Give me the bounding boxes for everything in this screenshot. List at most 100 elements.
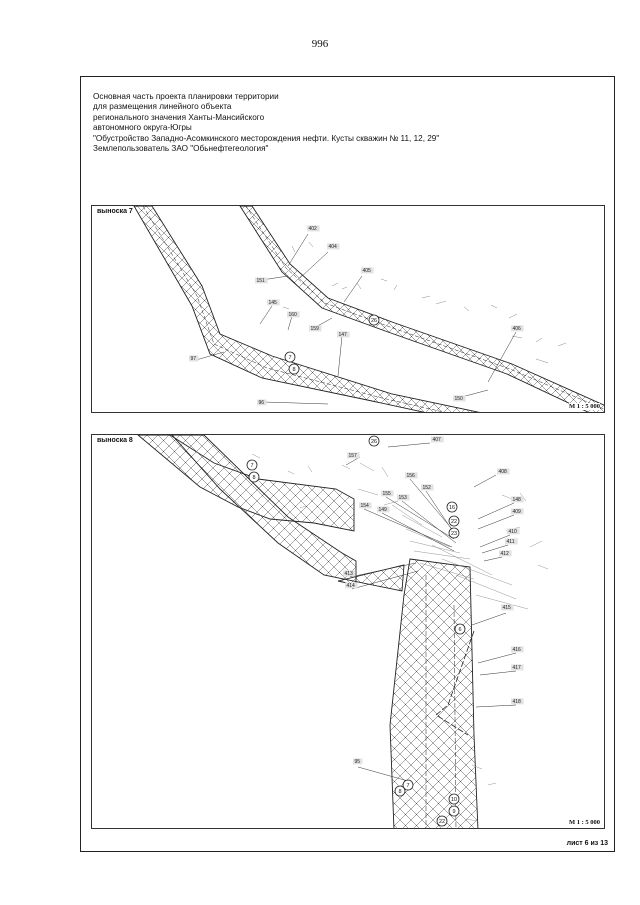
callout-8-title: выноска 8 <box>95 437 135 444</box>
map-label: 159 <box>311 326 320 332</box>
map-label: 155 <box>383 491 392 497</box>
map-label: 402 <box>309 226 318 232</box>
corridor-left-axis <box>142 206 445 412</box>
map-label-bg <box>421 484 434 491</box>
map-label: 412 <box>501 551 510 557</box>
map-label-bg <box>327 243 340 250</box>
point-marker-circle <box>402 779 414 791</box>
point-marker-number: 26 <box>371 318 377 324</box>
map-label-bg <box>511 508 524 515</box>
map-label-bg <box>377 506 390 513</box>
point-marker-circle <box>446 501 458 513</box>
map-label-bg <box>507 528 520 535</box>
drawing-sheet: Основная часть проекта планировки террит… <box>80 76 615 852</box>
point-marker-number: 8 <box>398 789 401 795</box>
point-marker-number: 6 <box>458 627 461 633</box>
map-label-bg <box>453 395 466 402</box>
map-label: 156 <box>407 473 416 479</box>
map-label: 409 <box>513 509 522 515</box>
pipeline-trace <box>435 630 475 736</box>
corridor-left <box>133 206 480 412</box>
map-label-bg <box>337 331 350 338</box>
corridor-right-axis <box>245 206 604 410</box>
map-label-bg <box>511 646 524 653</box>
point-marker-circle <box>394 785 406 797</box>
map-label: 418 <box>513 699 522 705</box>
point-marker-circle <box>368 435 380 447</box>
map-label: 407 <box>433 437 442 443</box>
header-line: для размещения линейного объекта <box>93 102 232 112</box>
callout-7-title: выноска 7 <box>95 208 135 215</box>
header-line: автономного округа-Югры <box>93 123 192 133</box>
point-marker-number: 16 <box>449 505 455 511</box>
map-label: 152 <box>423 485 432 491</box>
map-label: 405 <box>363 268 372 274</box>
point-marker-number: 22 <box>451 519 457 525</box>
map-label: 160 <box>289 312 298 318</box>
callout-7-scale: М 1 : 5 000 <box>568 403 600 410</box>
corridor-vertical-axis <box>425 575 457 828</box>
map-label-bg <box>287 311 300 318</box>
map-label-bg <box>343 570 356 577</box>
map-label-bg <box>511 698 524 705</box>
map-label-bg <box>511 664 524 671</box>
header-line: "Обустройство Западно-Асомкинского место… <box>93 133 440 143</box>
map-label-bg <box>497 468 510 475</box>
survey-features <box>282 241 567 364</box>
label-group: 4071574081561521551531541491484094104114… <box>343 436 524 765</box>
point-marker-circle <box>436 815 448 827</box>
point-marker-number: 7 <box>406 783 409 789</box>
map-label: 96 <box>259 400 265 406</box>
map-label-bg <box>257 399 267 406</box>
point-marker-circle <box>448 793 460 805</box>
map-label-bg <box>353 758 363 765</box>
map-label: 157 <box>349 453 358 459</box>
point-marker-number: 10 <box>451 797 457 803</box>
map-label: 150 <box>455 396 464 402</box>
map-label: 153 <box>399 495 408 501</box>
header-line: Основная часть проекта планировки террит… <box>93 92 279 101</box>
map-label: 411 <box>507 539 515 545</box>
map-label-bg <box>345 582 358 589</box>
sheet-number-label: лист 6 из 13 <box>566 840 608 847</box>
map-label: 154 <box>361 503 370 509</box>
page-number: 996 <box>311 38 329 50</box>
drawing-header: Основная часть проекта планировки террит… <box>93 92 593 154</box>
map-label-bg <box>381 490 394 497</box>
point-marker-number: 23 <box>451 531 457 537</box>
map-label: 406 <box>513 326 522 332</box>
map-label-bg <box>501 604 514 611</box>
map-label: 408 <box>499 469 508 475</box>
point-marker-circle <box>454 623 466 635</box>
map-label: 151 <box>257 278 266 284</box>
point-marker-number: 22 <box>439 819 445 825</box>
map-label: 415 <box>503 605 512 611</box>
leader-lines <box>195 233 517 405</box>
map-label: 148 <box>513 497 522 503</box>
map-label-bg <box>359 502 372 509</box>
map-label-bg <box>499 550 512 557</box>
point-marker-number: 8 <box>252 475 255 481</box>
map-label: 404 <box>329 244 338 250</box>
point-marker-circle <box>246 459 258 471</box>
map-label-bg <box>347 452 360 459</box>
map-label-bg <box>431 436 444 443</box>
map-label-bg <box>267 299 280 306</box>
point-marker-number: 9 <box>452 809 455 815</box>
callout-8-drawing: 4071574081561521551531541491484094104114… <box>137 435 549 828</box>
map-label: 145 <box>269 300 278 306</box>
leader-lines <box>345 442 517 782</box>
point-marker-circle <box>448 805 460 817</box>
map-label-bg <box>405 472 418 479</box>
map-label: 97 <box>191 356 197 362</box>
map-label: 410 <box>509 529 518 535</box>
callout-8-scale: М 1 : 5 000 <box>568 819 600 826</box>
map-label-bg <box>189 355 199 362</box>
map-label-bg <box>255 277 268 284</box>
map-label-bg <box>511 496 524 503</box>
